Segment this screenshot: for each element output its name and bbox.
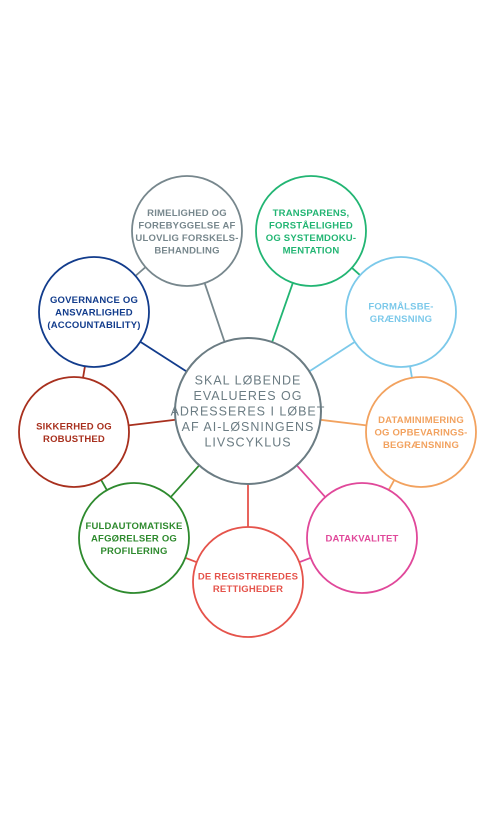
- node-circle-rimelighed: [131, 175, 243, 287]
- node-label-line: FOREBYGGELSE AF: [138, 220, 235, 231]
- node-label-line: OG SYSTEMDOKU-: [266, 233, 356, 244]
- node-label-line: SIKKERHED OG: [36, 421, 112, 432]
- spoke-connector-fuldautomatiske: [170, 464, 200, 498]
- spoke-connector-governance: [139, 340, 188, 373]
- ring-connector-fuldautomatiske-sikkerhed: [100, 479, 108, 491]
- node-label-line: ULOVLIG FORSKELS-: [135, 233, 238, 244]
- node-rettigheder: DE REGISTREREDES RETTIGHEDER: [192, 526, 304, 638]
- center-circle: [174, 337, 322, 485]
- node-label-datakvalitet: DATAKVALITET: [325, 534, 398, 545]
- ring-connector-datakvalitet-rettigheder: [298, 556, 312, 564]
- node-circle-formaal: [345, 256, 457, 368]
- spoke-connector-transparens: [271, 282, 294, 343]
- center-label-line: SKAL LØBENDE: [195, 374, 302, 388]
- node-label-rettigheder: DE REGISTREREDES RETTIGHEDER: [198, 571, 298, 595]
- spoke-connector-datakvalitet: [296, 464, 326, 498]
- node-label-line: FORMÅLSBE-: [368, 301, 433, 312]
- spoke-connector-sikkerhed: [128, 418, 176, 427]
- node-governance: GOVERNANCE OG ANSVARLIGHED(ACCOUNTABILITY…: [38, 256, 150, 368]
- node-label-line: OG OPBEVARINGS-: [374, 428, 467, 439]
- node-label-line: RIMELIGHED OG: [147, 208, 227, 219]
- node-dataminimering: DATAMINIMERING OG OPBEVARINGS-BEGRÆNSNING: [365, 376, 477, 488]
- center-label-line: ADRESSERES I LØBET: [171, 405, 326, 419]
- node-label-line: GRÆNSNING: [370, 314, 433, 325]
- node-sikkerhed: SIKKERHED OG ROBUSTHED: [18, 376, 130, 488]
- node-label-line: ROBUSTHED: [43, 434, 105, 445]
- node-label-line: ANSVARLIGHED: [55, 308, 133, 319]
- node-circle-transparens: [255, 175, 367, 287]
- node-label-line: FULDAUTOMATISKE: [85, 521, 182, 532]
- node-label-line: AFGØRELSER OG: [91, 534, 177, 545]
- node-label-line: PROFILERING: [100, 546, 167, 557]
- node-label-line: DATAKVALITET: [325, 534, 398, 545]
- node-label-line: DE REGISTREREDES: [198, 571, 298, 582]
- node-label-line: RETTIGHEDER: [213, 584, 283, 595]
- node-formaal: FORMÅLSBE- GRÆNSNING: [345, 256, 457, 368]
- ring-connector-transparens-formaal: [351, 267, 361, 276]
- node-label-line: TRANSPARENS,: [273, 208, 350, 219]
- node-label-sikkerhed: SIKKERHED OG ROBUSTHED: [36, 421, 112, 445]
- node-label-line: BEHANDLING: [154, 245, 219, 256]
- connectors: [82, 266, 413, 564]
- center-label-line: EVALUERES OG: [193, 389, 302, 403]
- ring-connector-formaal-dataminimering: [409, 366, 413, 378]
- center-label-line: LIVSCYKLUS: [204, 436, 291, 450]
- node-label-line: MENTATION: [283, 245, 340, 256]
- node-label-formaal: FORMÅLSBE- GRÆNSNING: [368, 301, 433, 325]
- node-label-line: BEGRÆNSNING: [383, 440, 459, 451]
- spoke-connector-rimelighed: [203, 282, 226, 343]
- node-label-line: DATAMINIMERING: [378, 415, 464, 426]
- ring-connector-dataminimering-datakvalitet: [387, 479, 396, 491]
- node-circle-fuldautomatiske: [78, 482, 190, 594]
- ring-connector-sikkerhed-governance: [82, 366, 86, 378]
- node-transparens: TRANSPARENS,FORSTÅELIGHED OG SYSTEMDOKU-M…: [255, 175, 367, 287]
- node-label-dataminimering: DATAMINIMERING OG OPBEVARINGS-BEGRÆNSNING: [374, 415, 467, 451]
- spoke-connector-formaal: [308, 341, 356, 373]
- node-circle-dataminimering: [365, 376, 477, 488]
- node-label-line: (ACCOUNTABILITY): [47, 320, 140, 331]
- node-circle-rettigheder: [192, 526, 304, 638]
- node-label-line: GOVERNANCE OG: [50, 295, 138, 306]
- spoke-connector-dataminimering: [320, 418, 367, 427]
- node-circle-sikkerhed: [18, 376, 130, 488]
- node-label-line: FORSTÅELIGHED: [269, 220, 353, 231]
- ring-connector-rimelighed-governance: [134, 266, 147, 277]
- node-circle-datakvalitet: [306, 482, 418, 594]
- node-datakvalitet: DATAKVALITET: [306, 482, 418, 594]
- ring-connector-rettigheder-fuldautomatiske: [184, 556, 198, 564]
- node-label-governance: GOVERNANCE OG ANSVARLIGHED(ACCOUNTABILITY…: [47, 295, 140, 331]
- node-circle-governance: [38, 256, 150, 368]
- center-label-line: AF AI-LØSNINGENS: [182, 420, 315, 434]
- node-label-transparens: TRANSPARENS,FORSTÅELIGHED OG SYSTEMDOKU-M…: [266, 208, 356, 257]
